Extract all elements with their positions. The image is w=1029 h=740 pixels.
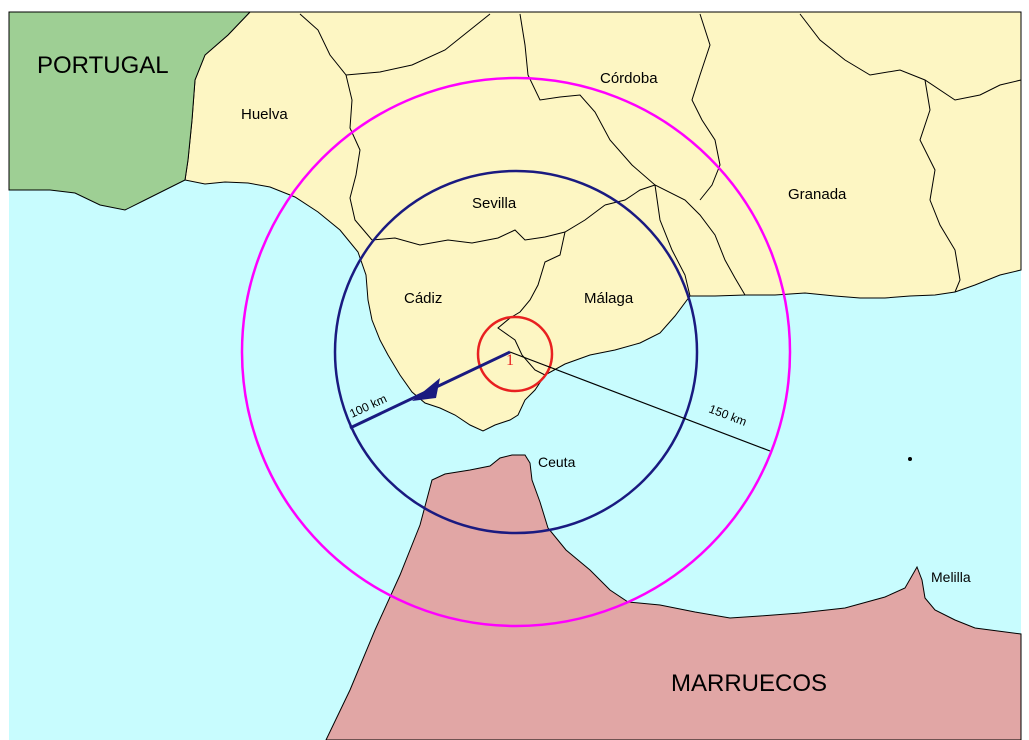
border-sevilla-cadiz <box>371 204 606 246</box>
label-huelva: Huelva <box>241 106 288 123</box>
label-portugal: PORTUGAL <box>37 52 169 79</box>
border-sevilla-malaga <box>604 184 656 206</box>
label-malaga: Málaga <box>584 290 634 307</box>
label-ceuta: Ceuta <box>538 454 576 470</box>
spain-land <box>184 11 1022 432</box>
range-circle-inner <box>476 315 554 393</box>
center-marker: 1 <box>506 352 514 369</box>
portugal-land <box>8 11 252 211</box>
range-circle-100km <box>333 169 699 535</box>
morocco-land <box>325 454 1022 740</box>
label-cadiz: Cádiz <box>404 290 442 307</box>
label-cordoba: Córdoba <box>600 70 658 87</box>
label-sevilla: Sevilla <box>472 195 517 212</box>
arrowhead-100km <box>412 378 440 401</box>
range-circle-outer <box>240 76 792 628</box>
label-granada: Granada <box>788 186 847 203</box>
label-marruecos: MARRUECOS <box>671 670 827 697</box>
province-borders <box>299 13 1022 376</box>
border-malaga-granada <box>654 184 691 297</box>
border-huelva-sevilla <box>299 13 373 241</box>
border-cordoba-granada <box>691 13 721 201</box>
border-granada-almeria <box>919 79 961 293</box>
islet <box>908 457 912 461</box>
radius-line-150km <box>509 351 771 452</box>
border-granada-east <box>799 13 1022 101</box>
label-melilla: Melilla <box>931 569 971 585</box>
border-sevilla-cordoba <box>345 13 491 76</box>
border-cordoba-north <box>519 13 746 296</box>
